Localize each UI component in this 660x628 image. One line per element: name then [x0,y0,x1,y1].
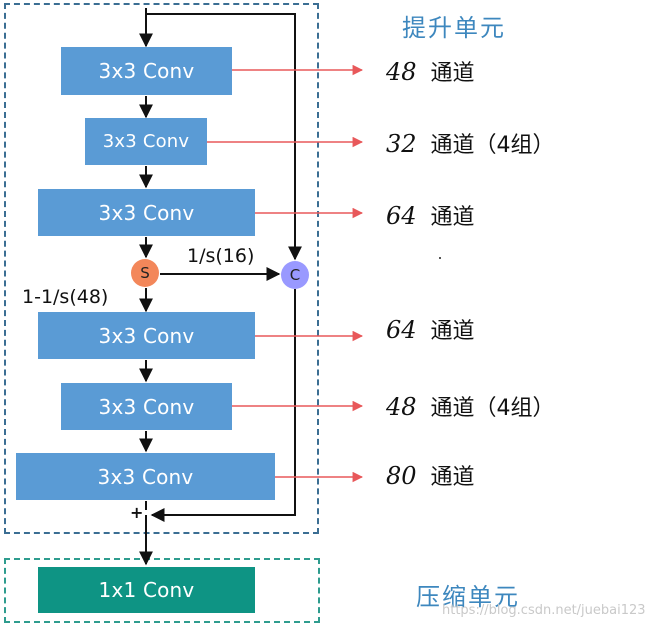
conv-block-6: 3x3 Conv [16,453,275,500]
concat-node: C [281,261,309,289]
conv-block-3: 3x3 Conv [38,189,255,236]
conv-block-5: 3x3 Conv [61,383,232,430]
channel-label-2: 32 通道（4组） [386,127,555,159]
residual-connection [150,289,296,522]
channel-label-1: 48 通道 [386,55,475,87]
compress-unit-title: 压缩单元 [416,583,520,611]
upgrade-unit-title: 提升单元 [402,14,506,42]
conv-1x1-block: 1x1 Conv [38,567,255,613]
channel-count-4: 64 [386,316,417,344]
channel-label-3: 64 通道 [386,199,475,231]
upgrade-unit-frame [4,3,319,534]
split-down-label: 1-1/s(48) [22,286,109,308]
channel-count-6: 80 [386,462,417,490]
channel-text-5: 通道（4组） [430,396,555,421]
channel-text-4: 通道 [430,319,475,344]
conv-block-1: 3x3 Conv [61,47,232,95]
compress-unit-frame [4,558,320,623]
channel-count-2: 32 [386,130,417,158]
channel-label-6: 80 通道 [386,459,475,491]
channel-label-4: 64 通道 [386,313,475,345]
split-right-label: 1/s(16) [187,245,255,267]
add-symbol: + [130,503,144,522]
channel-text-3: 通道 [430,205,475,230]
conv-block-2: 3x3 Conv [85,118,207,165]
channel-count-5: 48 [386,393,417,421]
channel-count-3: 64 [386,202,417,230]
channel-label-5: 48 通道（4组） [386,390,555,422]
conv-block-4: 3x3 Conv [38,312,255,359]
channel-text-6: 通道 [430,465,475,490]
channel-text-1: 通道 [430,61,475,86]
skip-connection-to-concat [146,13,302,261]
stray-dot [439,257,441,259]
split-node: S [131,259,159,287]
watermark: https://blog.csdn.net/juebai123 [442,603,646,618]
channel-count-1: 48 [386,58,417,86]
channel-text-2: 通道（4组） [430,133,555,158]
